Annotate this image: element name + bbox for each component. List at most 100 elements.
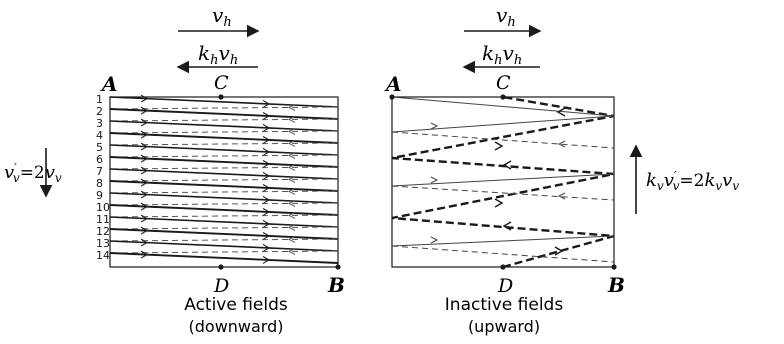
line-number: 7 (96, 165, 103, 178)
vertical-velocity-label: v′v=2vv (4, 161, 62, 185)
return-trace (109, 190, 339, 194)
return-velocity-arrow: khvh (176, 41, 258, 74)
line-number: 6 (96, 153, 103, 166)
inactive-trace (391, 96, 615, 117)
direction-arrow (262, 123, 271, 132)
return-arrow (287, 211, 296, 219)
inactive-trace (391, 245, 615, 263)
point-d-label: D (213, 275, 229, 297)
line-number: 2 (96, 105, 103, 118)
line-number: 12 (96, 225, 110, 238)
point-d-dot (218, 264, 224, 270)
point-c-label: C (496, 72, 511, 94)
line-number: 11 (96, 213, 110, 226)
direction-arrow (556, 107, 566, 117)
return-trace (109, 106, 339, 110)
direction-arrow (262, 159, 271, 168)
return-arrow (287, 187, 296, 195)
corner-b-label: B (607, 273, 625, 297)
direction-arrow (140, 202, 149, 211)
return-trace (109, 130, 339, 134)
active-scan-line (109, 120, 339, 132)
line-number: 4 (96, 129, 103, 142)
return-arrow (287, 103, 296, 111)
active-scan-line (109, 108, 339, 120)
inactive-trace (391, 131, 615, 149)
vertical-velocity-arrow: kvv′v=2kvvv (629, 144, 739, 214)
direction-arrow (430, 176, 439, 184)
direction-arrow (262, 243, 271, 252)
velocity-label: vh (496, 3, 516, 30)
active-scan-line (109, 156, 339, 168)
active-scan-line (109, 252, 339, 264)
direction-arrow (557, 192, 566, 200)
line-number: 9 (96, 189, 103, 202)
active-scan-line (109, 180, 339, 192)
active-scan-line (109, 204, 339, 216)
inactive-trace (391, 185, 615, 201)
active-caption: Active fields (184, 295, 288, 315)
active-scan-line (109, 132, 339, 144)
point-a-dot (389, 94, 395, 100)
active-scan-line (109, 144, 339, 156)
return-arrow (287, 223, 296, 231)
direction-arrow (140, 142, 149, 151)
inactive-caption: Inactive fields (445, 295, 564, 315)
active-scan-line (109, 240, 339, 252)
active-caption-sub: (downward) (189, 317, 284, 336)
direction-arrow (140, 190, 149, 199)
direction-arrow (502, 160, 512, 170)
point-d-label: D (497, 275, 513, 297)
inactive-fields-panel: vh khvh A C D B kvv′v=2kvvv Inactive fie… (384, 3, 739, 336)
direction-arrow (262, 255, 271, 264)
return-arrow (287, 127, 296, 135)
direction-arrow (262, 147, 271, 156)
inactive-scan-lines (391, 95, 615, 269)
active-scan-line (109, 96, 339, 108)
direction-arrow (140, 250, 149, 259)
active-scan-line (109, 228, 339, 240)
direction-arrow (554, 246, 564, 256)
direction-arrow (262, 135, 271, 144)
vertical-velocity-arrow: v′v=2vv (4, 148, 62, 198)
inactive-trace (391, 115, 615, 133)
direction-arrow (430, 122, 439, 130)
point-b-dot (335, 264, 341, 270)
active-scan-line (109, 192, 339, 204)
corner-b-label: B (327, 273, 345, 297)
return-trace (109, 202, 339, 206)
return-trace (109, 250, 339, 254)
line-number: 8 (96, 177, 103, 190)
direction-arrow (430, 236, 439, 244)
direction-arrow (140, 238, 149, 247)
return-arrow (287, 163, 296, 171)
return-arrow (287, 247, 296, 255)
direction-arrow (140, 94, 149, 103)
direction-arrow (262, 171, 271, 180)
line-number: 13 (96, 237, 110, 250)
return-arrow (287, 115, 296, 123)
point-c-dot (218, 94, 224, 100)
line-number: 3 (96, 117, 103, 130)
direction-arrow (140, 166, 149, 175)
direction-arrow (494, 198, 504, 208)
line-number: 5 (96, 141, 103, 154)
direction-arrow (262, 99, 271, 108)
return-velocity-arrow: khvh (462, 41, 540, 74)
return-trace (109, 154, 339, 158)
return-trace (109, 142, 339, 146)
inactive-caption-sub: (upward) (468, 317, 540, 336)
return-velocity-label: khvh (198, 41, 238, 68)
active-scan-line (109, 168, 339, 180)
point-d-dot (500, 264, 506, 270)
direction-arrow (140, 118, 149, 127)
return-trace (109, 178, 339, 182)
inactive-trace (391, 235, 615, 247)
return-arrow (287, 175, 296, 183)
point-c-label: C (214, 72, 229, 94)
active-scan-lines (109, 94, 339, 264)
direction-arrow (262, 219, 271, 228)
return-trace (109, 214, 339, 218)
